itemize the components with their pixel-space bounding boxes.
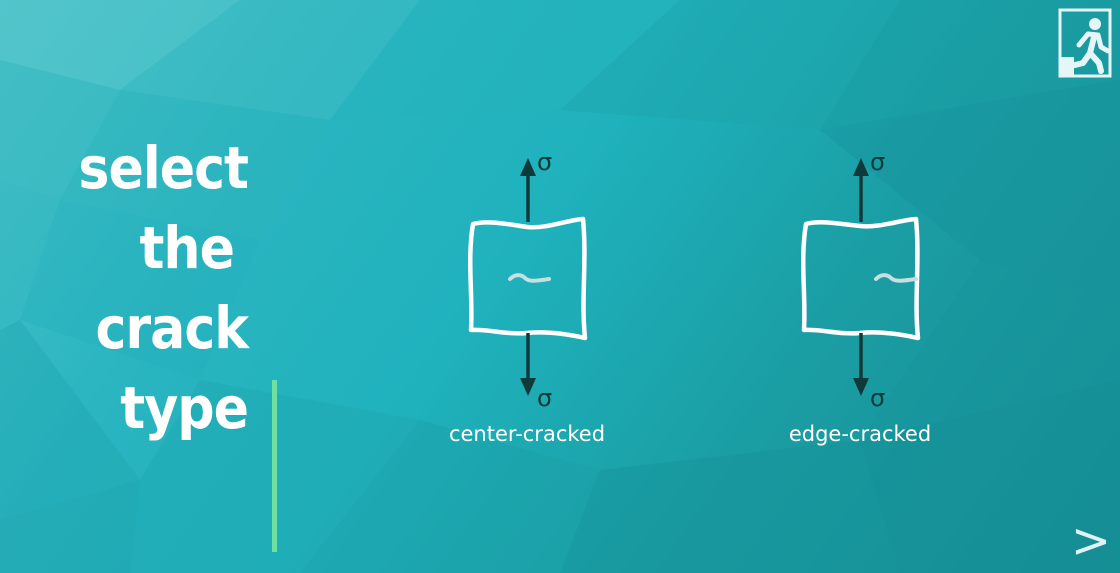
next-button[interactable]: >	[1068, 515, 1114, 567]
accent-divider	[272, 380, 277, 552]
title-line-1: select	[78, 134, 249, 202]
crack-mark	[508, 273, 551, 283]
top-arrow-icon	[853, 158, 869, 222]
bottom-arrow-icon	[853, 333, 869, 396]
crack-mark	[874, 273, 918, 283]
option-label: edge-cracked	[788, 422, 932, 446]
title-line-4: type	[120, 374, 249, 442]
bottom-arrow-icon	[520, 333, 536, 396]
exit-icon	[1058, 8, 1112, 78]
edge-cracked-option[interactable]: σ σ edge-cracked	[740, 150, 980, 460]
plate-outline	[468, 216, 588, 341]
plate-outline	[801, 216, 921, 341]
center-cracked-option[interactable]: σ σ center-cracked	[407, 150, 647, 460]
stress-symbol-bottom: σ	[870, 384, 886, 412]
exit-button[interactable]	[1057, 7, 1113, 79]
page-title: select the crack type	[40, 128, 250, 448]
title-line-3: crack	[95, 294, 250, 362]
stress-symbol-bottom: σ	[537, 384, 553, 412]
option-label: center-cracked	[448, 422, 606, 446]
stress-symbol-top: σ	[870, 148, 886, 176]
top-arrow-icon	[520, 158, 536, 222]
stress-symbol-top: σ	[537, 148, 553, 176]
title-line-2: the	[139, 214, 235, 282]
chevron-right-icon: >	[1070, 513, 1112, 569]
